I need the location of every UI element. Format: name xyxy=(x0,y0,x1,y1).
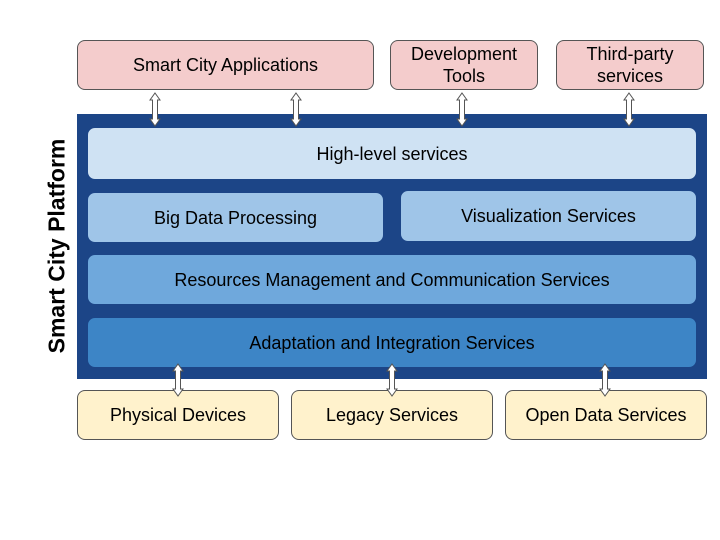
high-level-services-layer: High-level services xyxy=(87,127,697,180)
high-level-services-label: High-level services xyxy=(316,143,468,164)
big-data-processing-layer: Big Data Processing xyxy=(87,192,384,243)
legacy-services-box: Legacy Services xyxy=(291,390,493,440)
third-party-services-box: Third-party services xyxy=(556,40,704,90)
resources-management-label: Resources Management and Communication S… xyxy=(174,269,610,290)
platform-label: Smart City Platform xyxy=(43,138,70,354)
visualization-services-layer: Visualization Services xyxy=(400,190,697,242)
third-party-services-label: Third-party services xyxy=(586,44,674,86)
development-tools-label: Development Tools xyxy=(410,44,518,86)
development-tools-box: Development Tools xyxy=(390,40,538,90)
big-data-processing-label: Big Data Processing xyxy=(153,207,318,228)
smart-city-applications-box: Smart City Applications xyxy=(77,40,374,90)
visualization-services-label: Visualization Services xyxy=(461,206,636,226)
smart-city-applications-label: Smart City Applications xyxy=(132,55,319,75)
physical-devices-box: Physical Devices xyxy=(77,390,279,440)
legacy-services-label: Legacy Services xyxy=(325,405,459,425)
resources-management-layer: Resources Management and Communication S… xyxy=(87,254,697,305)
adaptation-integration-layer: Adaptation and Integration Services xyxy=(87,317,697,368)
open-data-services-label: Open Data Services xyxy=(525,405,687,425)
physical-devices-label: Physical Devices xyxy=(109,405,247,425)
adaptation-integration-label: Adaptation and Integration Services xyxy=(249,332,535,353)
open-data-services-box: Open Data Services xyxy=(505,390,707,440)
